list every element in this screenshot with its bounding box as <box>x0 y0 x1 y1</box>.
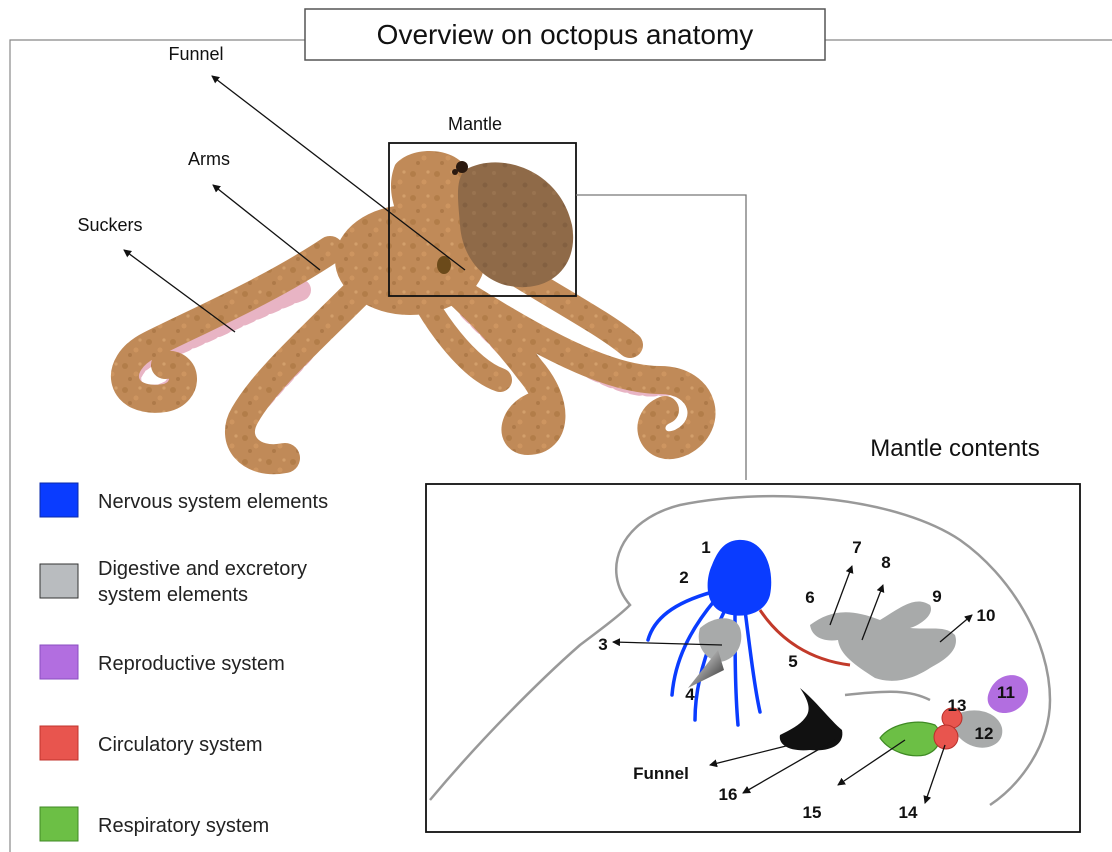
number-label: 14 <box>899 803 918 822</box>
number-label: 6 <box>805 588 814 607</box>
number-label: 3 <box>598 635 607 654</box>
legend-item-digestive: Digestive and excretory system elements <box>40 558 307 606</box>
legend-item-respiratory: Respiratory system <box>40 807 269 841</box>
mantle-contents-heading: Mantle contents <box>870 435 1039 462</box>
number-label: 8 <box>881 553 890 572</box>
legend-label: Digestive and excretory <box>98 558 307 580</box>
label-suckers: Suckers <box>77 215 142 235</box>
legend-item-nervous: Nervous system elements <box>40 483 328 517</box>
legend-swatch <box>40 564 78 598</box>
legend-label: Nervous system elements <box>98 491 328 513</box>
funnel-opening <box>437 256 451 274</box>
page-title: Overview on octopus anatomy <box>377 19 754 50</box>
number-label: 1 <box>701 538 710 557</box>
legend-label: system elements <box>98 584 248 606</box>
number-label: 9 <box>932 587 941 606</box>
label-funnel: Funnel <box>168 44 223 64</box>
legend: Nervous system elements Digestive and ex… <box>40 483 328 841</box>
number-label: 12 <box>975 724 994 743</box>
legend-label: Reproductive system <box>98 653 285 675</box>
label-mantle: Mantle <box>448 114 502 134</box>
legend-label: Circulatory system <box>98 734 262 756</box>
heart-lower <box>934 725 958 749</box>
legend-swatch <box>40 726 78 760</box>
number-label: 15 <box>803 803 822 822</box>
number-label: 16 <box>719 785 738 804</box>
legend-swatch <box>40 483 78 517</box>
legend-item-circulatory: Circulatory system <box>40 726 262 760</box>
number-label: 11 <box>997 683 1015 702</box>
number-label: 7 <box>852 538 861 557</box>
legend-swatch <box>40 807 78 841</box>
label-arms: Arms <box>188 149 230 169</box>
legend-item-reproductive: Reproductive system <box>40 645 285 679</box>
number-label: 2 <box>679 568 688 587</box>
number-label: 13 <box>948 696 967 715</box>
title-box: Overview on octopus anatomy <box>305 9 825 60</box>
funnel-label: Funnel <box>633 764 689 783</box>
legend-swatch <box>40 645 78 679</box>
legend-label: Respiratory system <box>98 815 269 837</box>
number-label: 10 <box>977 606 996 625</box>
number-label: 5 <box>788 652 797 671</box>
number-label: 4 <box>685 685 695 704</box>
octopus-illustration <box>125 151 702 461</box>
